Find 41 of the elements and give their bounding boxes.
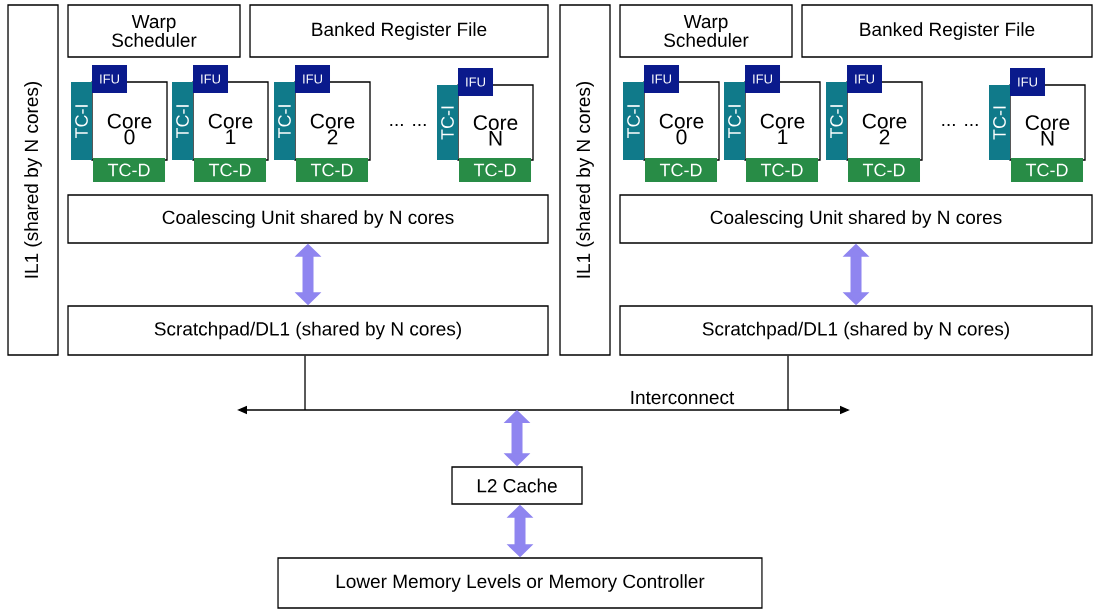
ellipsis-label: ... ... [390, 124, 426, 126]
ifu-box: IFU [745, 65, 780, 93]
coalescing-unit-box: Coalescing Unit shared by N cores [619, 194, 1093, 244]
connector-line [787, 355, 789, 411]
tc-d-box: TC-D [93, 158, 165, 182]
coalescing-unit-box: Coalescing Unit shared by N cores [67, 194, 549, 244]
tc-i-box: TC-I [71, 82, 92, 160]
memory-box: Lower Memory Levels or Memory Controller [277, 557, 763, 609]
tc-i-box: TC-I [623, 82, 644, 160]
scheduler-box: Warp Scheduler [67, 4, 241, 58]
tc-d-box: TC-D [459, 158, 531, 182]
tc-i-box: TC-I [437, 85, 458, 160]
tc-i-box: TC-I [826, 82, 847, 160]
scheduler-box: Warp Scheduler [619, 4, 793, 58]
tc-d-box: TC-D [296, 158, 368, 182]
ellipsis-label: ... ... [942, 124, 978, 126]
il1-box: IL1 (shared by N cores) [559, 4, 611, 356]
cache-box: L2 Cache [451, 466, 583, 505]
ifu-box: IFU [193, 65, 228, 93]
register-file-box: Banked Register File [801, 4, 1093, 58]
tc-d-box: TC-D [194, 158, 266, 182]
register-file-box: Banked Register File [249, 4, 549, 58]
ifu-box: IFU [847, 65, 882, 93]
connector-line [304, 355, 306, 411]
tc-d-box: TC-D [1011, 158, 1083, 182]
tc-i-box: TC-I [274, 82, 295, 160]
tc-i-box: TC-I [724, 82, 745, 160]
tc-i-box: TC-I [172, 82, 193, 160]
ifu-box: IFU [1010, 68, 1045, 96]
ifu-box: IFU [295, 65, 330, 93]
tc-d-box: TC-D [645, 158, 717, 182]
tc-d-box: TC-D [848, 158, 920, 182]
scratchpad-box: Scratchpad/DL1 (shared by N cores) [619, 305, 1093, 356]
il1-box: IL1 (shared by N cores) [7, 4, 59, 356]
ifu-box: IFU [458, 68, 493, 96]
ifu-box: IFU [644, 65, 679, 93]
node-label: Interconnect [631, 390, 735, 405]
ifu-box: IFU [92, 65, 127, 93]
scratchpad-box: Scratchpad/DL1 (shared by N cores) [67, 305, 549, 356]
tc-d-box: TC-D [746, 158, 818, 182]
tc-i-box: TC-I [989, 85, 1010, 160]
